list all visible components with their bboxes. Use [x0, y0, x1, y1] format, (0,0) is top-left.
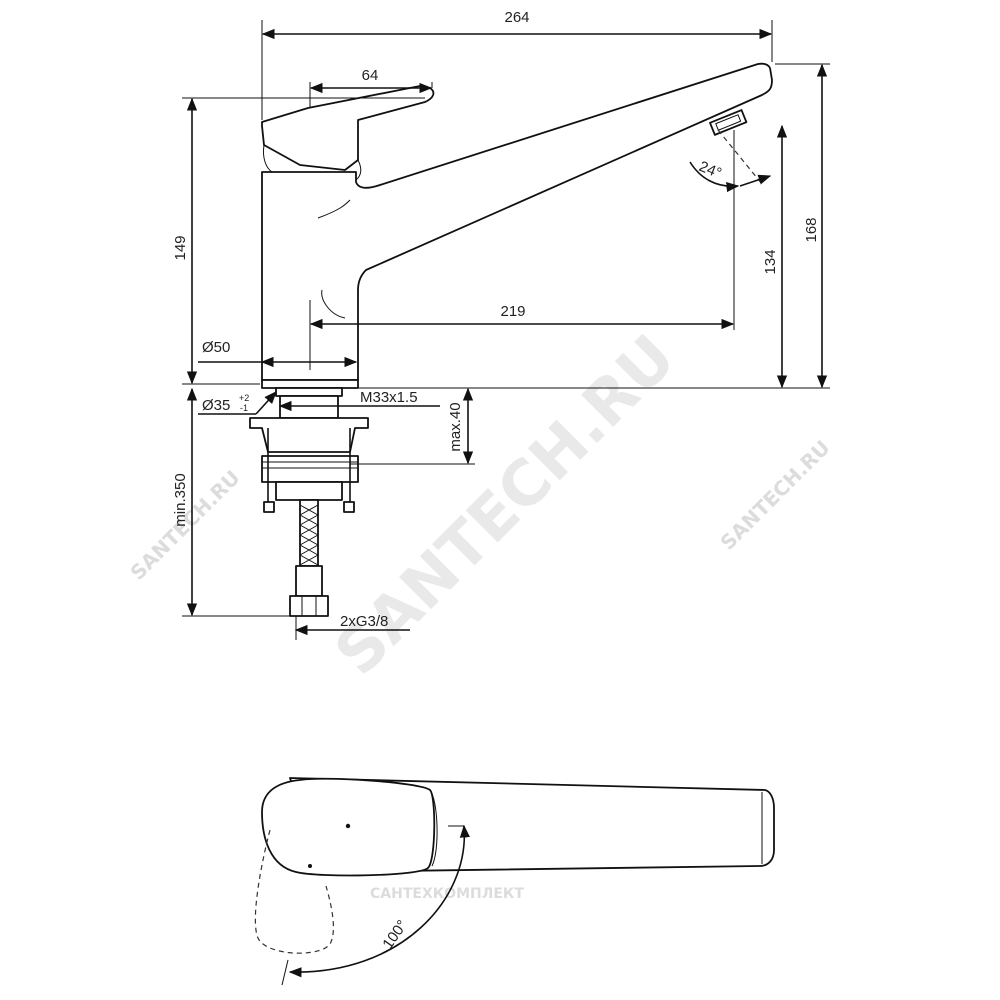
dim-thread: M33x1.5 [360, 389, 418, 406]
watermark-main: SANTECH.RU [321, 321, 690, 690]
dim-min-hose: min.350 [172, 473, 189, 526]
aerator [709, 109, 748, 136]
svg-text:SANTECH.RU: SANTECH.RU [715, 435, 834, 554]
dim-connections: 2xG3/8 [340, 613, 388, 630]
hose-nut [289, 595, 329, 617]
dim-outlet-height: 134 [762, 249, 779, 274]
lever-rotation-arc [288, 824, 471, 978]
svg-text:SANTECH.RU: SANTECH.RU [321, 321, 690, 690]
dim-body-diameter: Ø50 [202, 339, 230, 356]
lever [261, 85, 435, 171]
dim-aerator-angle: 24° [697, 158, 724, 182]
dimension-lines [182, 20, 830, 640]
dim-hole-diameter: Ø35 [202, 397, 230, 414]
faucet-top-view: 100° [254, 777, 775, 986]
dim-spout-reach: 219 [500, 303, 525, 320]
mounting-assembly [249, 387, 369, 617]
dim-spout-height: 168 [803, 217, 820, 242]
watermark-right: SANTECH.RU [715, 435, 834, 554]
dim-lever-length: 64 [362, 67, 379, 84]
dim-hole-tol-plus: +2 [239, 393, 249, 403]
dim-hole-tol-minus: -1 [240, 403, 248, 413]
faucet-body [261, 62, 773, 381]
base-ring [261, 379, 359, 389]
dim-max-deck: max.40 [447, 402, 464, 451]
dim-total-height: 149 [172, 235, 189, 260]
dim-lever-rotation: 100° [379, 917, 411, 952]
faucet-side-view [261, 62, 773, 389]
dim-overall-length: 264 [504, 9, 529, 26]
